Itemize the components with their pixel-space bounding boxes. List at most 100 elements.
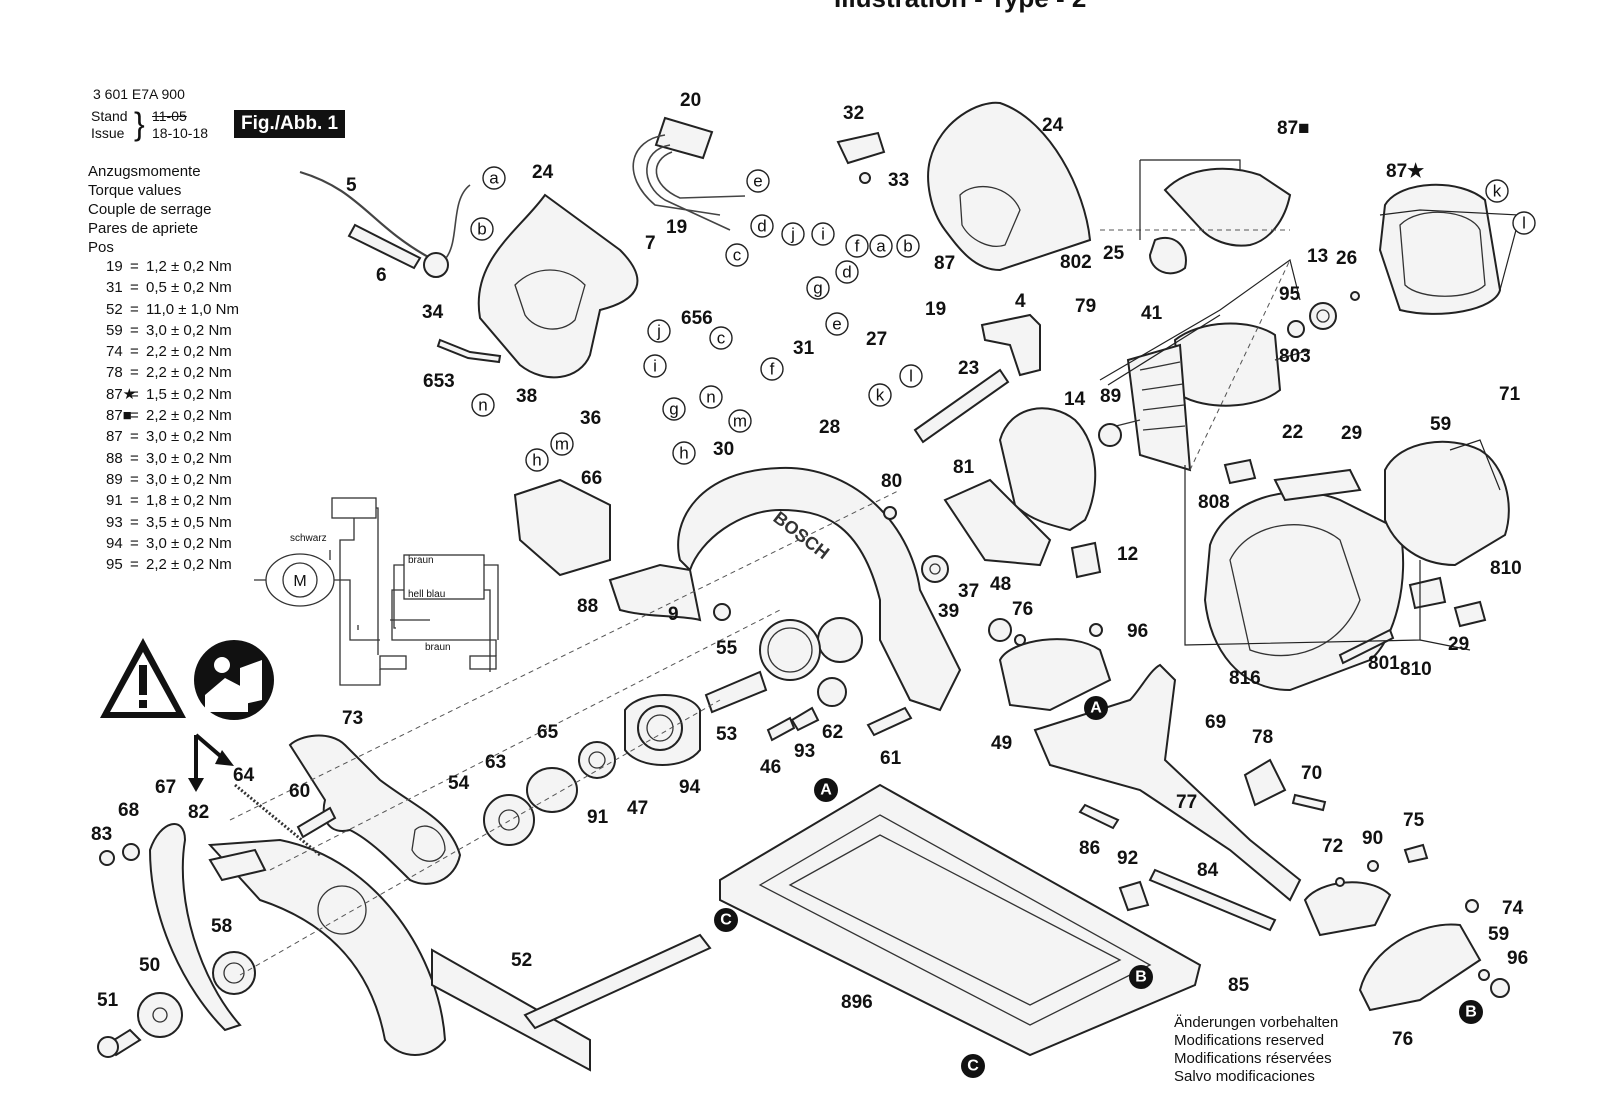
part-number-label: 67 [155,777,176,798]
torque-eq: = [130,258,139,275]
part-number-label: 32 [843,103,864,124]
part-number-label: 78 [1252,727,1273,748]
torque-row: 59=3,0 ± 0,2 Nm [88,321,268,342]
torque-eq: = [130,300,139,318]
figure-badge: Fig./Abb. 1 [234,110,346,138]
schematic-schwarz: schwarz [290,533,327,544]
svg-text:B: B [1465,1004,1477,1021]
torque-pos: 78 [106,364,123,382]
part-number-label: 55 [716,638,738,659]
svg-text:f: f [770,360,775,379]
part-number-label: 91 [587,807,609,828]
part-number-label: 54 [448,773,470,794]
torque-row: 87=3,0 ± 0,2 Nm [88,427,268,448]
part-number-label: 39 [938,601,959,622]
arrow-icon [188,733,234,792]
torque-row: 87■=2,2 ± 0,2 Nm [88,406,268,427]
svg-text:a: a [489,169,499,188]
part-number-label: 70 [1301,763,1322,784]
svg-text:k: k [876,386,885,405]
part-number-label: 66 [581,468,602,489]
clip-32 [836,131,886,165]
part-number-label: 86 [1079,838,1100,859]
screw-93 [766,716,796,742]
part-number-label: 74 [1502,898,1524,919]
torque-row: 88=3,0 ± 0,2 Nm [88,449,268,470]
schematic-brush-b [469,655,497,670]
part-number-label: 76 [1392,1029,1413,1050]
knob-76b [1490,978,1510,998]
wire-letter-callout: n [471,393,495,417]
part-number-label: 85 [1228,975,1250,996]
wire-letter-callout: n [699,385,723,409]
torque-pos: 93 [106,513,123,531]
part-number-label: 84 [1197,860,1219,881]
torque-eq: = [130,556,139,574]
screw-86 [1291,793,1327,812]
wire-letter-callout: f [845,234,869,258]
flange-50 [212,951,256,995]
torque-row: 95=2,2 ± 0,2 Nm [88,555,268,576]
reference-letter-callout: C [961,1054,985,1078]
screw-65 [296,806,337,839]
torque-eq: = [130,470,139,488]
part-number-label: 23 [958,358,979,379]
part-number-label: 71 [1499,384,1521,405]
torque-eq: = [130,407,139,425]
part-number-label: 83 [91,824,112,845]
issue-label: Issue [91,125,125,141]
svg-text:h: h [532,451,541,470]
svg-text:d: d [757,217,766,236]
part-number-label: 87■ [1277,118,1310,139]
lever-64 [288,734,462,885]
part-number-label: 94 [679,777,701,798]
guide-lines [229,159,1521,976]
torque-row: 87★=1,5 ± 0,2 Nm [88,385,268,406]
wire-letter-callout: h [525,448,549,472]
schematic-switch-box [331,497,377,519]
svg-text:m: m [555,435,569,454]
part-number-label: 58 [211,916,232,937]
part-number-label: 72 [1322,836,1343,857]
part-number-label: 64 [233,765,255,786]
end-cap-22 [1384,440,1510,567]
torque-eq: = [130,513,139,531]
plate-54 [483,794,535,846]
shim-38 [943,478,1052,567]
svg-text:n: n [706,388,715,407]
torque-heading-pos: Pos [88,239,114,256]
part-number-label: 59 [1430,414,1451,435]
part-number-label: 30 [713,439,734,460]
schematic-hell-blau: hell blau [408,589,445,600]
wire-letter-callout: k [1485,179,1509,203]
connector-20 [654,116,714,160]
part-number-label: 816 [1229,668,1261,689]
torque-eq: = [130,343,139,361]
part-number-label: 9 [668,604,679,625]
wire-letter-callout: l [899,364,923,388]
wire-letter-callout: c [725,243,749,267]
torque-value: 3,0 ± 0,2 Nm [146,470,232,488]
segment-71 [1358,923,1482,1012]
torque-eq: = [130,534,139,552]
bearing-47 [578,741,616,779]
note-fr: Modifications réservées [1174,1050,1332,1067]
part-number-label: 29 [1448,634,1469,655]
title-fragment: Illustration - Type - 2 [834,0,1086,11]
modification-notes: Änderungen vorbehalten Modifications res… [1174,1014,1338,1086]
torque-heading-es: Pares de apriete [88,220,199,237]
part-number-label: 62 [822,722,843,743]
torque-value: 2,2 ± 0,2 Nm [146,556,232,574]
svg-text:d: d [842,263,851,282]
bolt-92 [1078,803,1120,830]
scale-bevel [1303,881,1392,937]
cap-87 [1148,237,1187,275]
reference-letter-callout: B [1459,1000,1483,1024]
part-number-label: 96 [1507,948,1528,969]
reference-letter-callout: A [814,778,838,802]
torque-eq: = [130,364,139,382]
torque-row: 19=1,2 ± 0,2 Nm [88,257,268,278]
